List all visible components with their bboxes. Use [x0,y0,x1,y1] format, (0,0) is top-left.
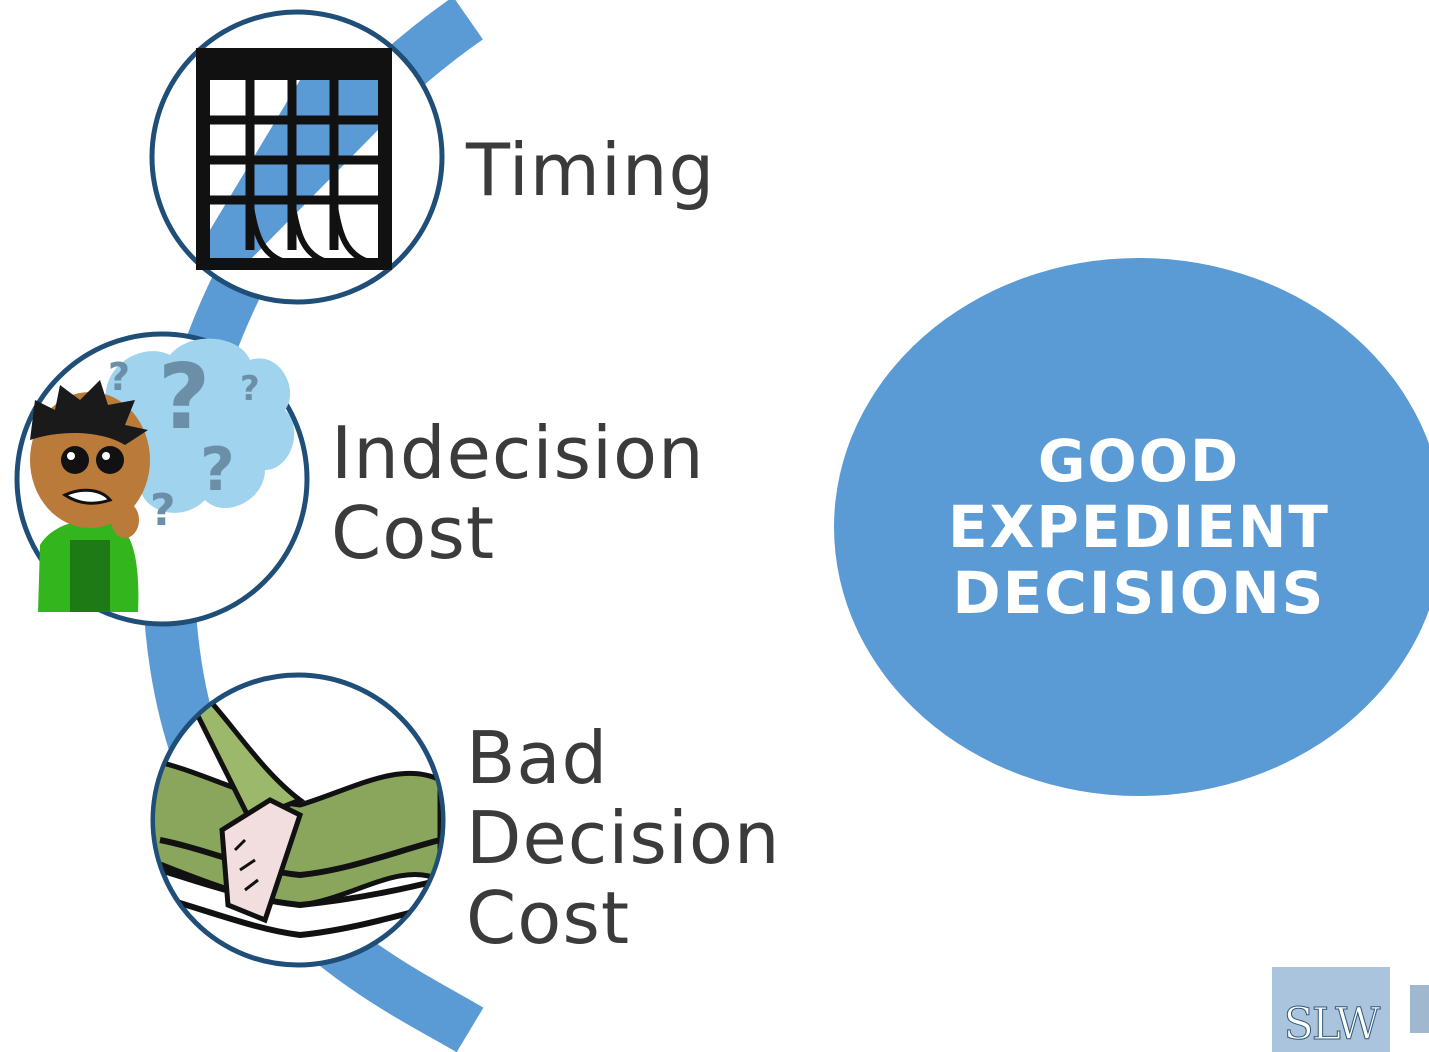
svg-text:?: ? [150,485,176,536]
bad-decision-cost-label: Bad Decision Cost [466,718,781,958]
bad-decision-cost-label-line-3: Cost [466,876,631,960]
confused-person-icon: ? ? ? ? ? [14,331,310,627]
goal-circle: GOOD EXPEDIENT DECISIONS [834,258,1429,796]
slw-logo-text: SLW [1283,999,1381,1051]
bad-decision-cost-label-line-1: Bad [466,716,609,800]
timing-label-line: Timing [466,128,716,212]
bad-decision-cost-label-line-2: Decision [466,796,781,880]
timing-label: Timing [466,130,715,210]
svg-text:?: ? [108,355,130,399]
logo-side-mark [1410,985,1429,1033]
goal-line-1: GOOD [1037,427,1241,495]
svg-text:?: ? [200,435,235,505]
svg-text:?: ? [158,345,210,450]
goal-line-2: EXPEDIENT [948,493,1330,561]
indecision-cost-label: Indecision Cost [331,413,705,573]
indecision-cost-label-line-2: Cost [331,491,496,575]
goal-line-3: DECISIONS [952,559,1326,627]
slw-logo: SLW [1272,967,1390,1052]
money-stack-icon [150,672,446,968]
indecision-cost-label-line-1: Indecision [331,411,705,495]
calendar-icon [149,9,445,305]
svg-text:?: ? [240,369,260,409]
